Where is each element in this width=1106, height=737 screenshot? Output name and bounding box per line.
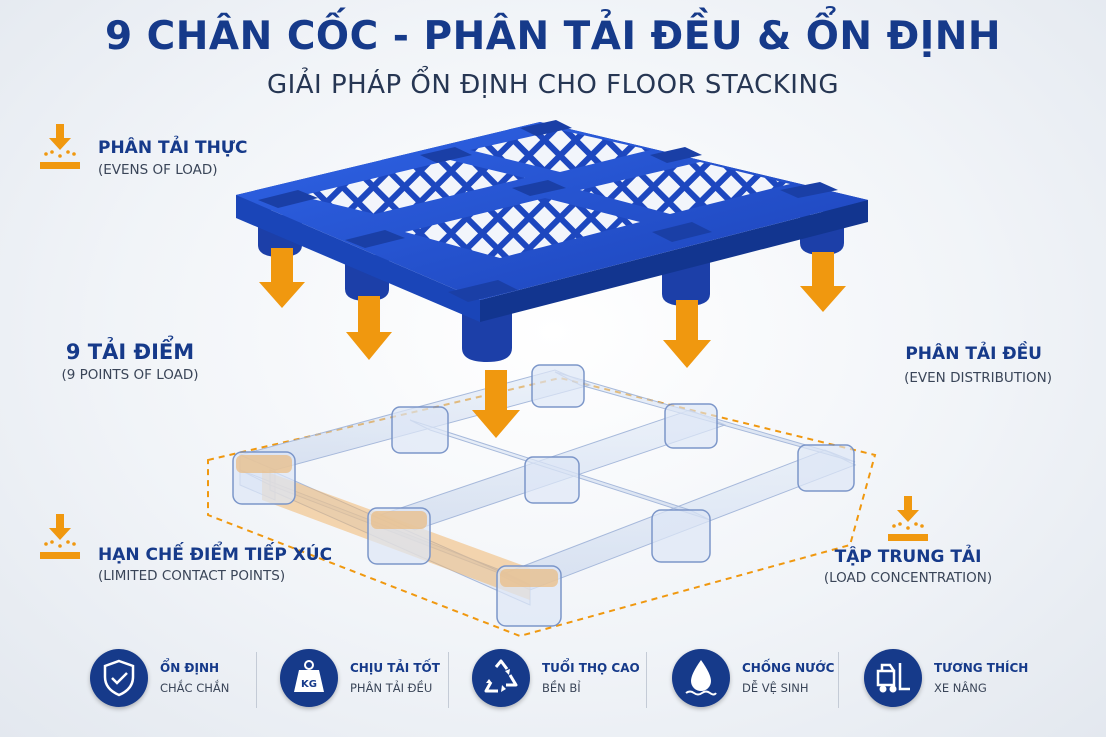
callout-load-actual-title: PHÂN TẢI THỰC — [98, 138, 248, 158]
load-down-icon — [40, 514, 80, 559]
feature-sub: PHÂN TẢI ĐỀU — [350, 681, 433, 695]
feature-sub: XE NÂNG — [934, 681, 987, 695]
water-drop-icon — [672, 649, 730, 707]
weight-kg-icon: KG — [280, 649, 338, 707]
feature-sub: DỄ VỆ SINH — [742, 681, 809, 695]
feature-title: CHỐNG NƯỚC — [742, 661, 835, 675]
divider — [838, 652, 839, 708]
callout-concentration-sub: (LOAD CONCENTRATION) — [823, 570, 993, 586]
callout-limited-contact-title: HẠN CHẾ ĐIỂM TIẾP XÚC — [98, 545, 333, 565]
divider — [448, 652, 449, 708]
feature-title: TƯƠNG THÍCH — [934, 661, 1029, 675]
callout-even-dist-title: PHÂN TẢI ĐỀU — [905, 344, 1042, 364]
forklift-icon — [864, 649, 922, 707]
feature-title: ỔN ĐỊNH — [160, 661, 220, 675]
callout-concentration-title: TẬP TRUNG TẢI — [834, 547, 982, 567]
feature-title: TUỔI THỌ CAO — [542, 661, 640, 675]
ghost-pallet — [232, 364, 857, 627]
recycle-icon — [472, 649, 530, 707]
page-title: 9 CHÂN CỐC - PHÂN TẢI ĐỀU & ỔN ĐỊNH — [104, 14, 1002, 59]
callout-limited-contact-sub: (LIMITED CONTACT POINTS) — [98, 568, 286, 584]
callout-load-actual-sub: (EVENS OF LOAD) — [98, 162, 218, 178]
load-down-icon — [888, 496, 928, 541]
blue-pallet — [236, 120, 868, 362]
feature-sub: CHẮC CHẮN — [160, 681, 230, 695]
divider — [646, 652, 647, 708]
load-arrows — [259, 248, 846, 438]
callout-even-dist-sub: (EVEN DISTRIBUTION) — [904, 370, 1052, 386]
feature-title: CHỊU TẢI TỐT — [350, 661, 440, 675]
contact-area-outline — [207, 376, 877, 638]
shield-check-icon — [90, 649, 148, 707]
feature-sub: BỀN BỈ — [542, 681, 581, 695]
load-down-icon — [40, 124, 80, 169]
callout-nine-points-sub: (9 POINTS OF LOAD) — [61, 367, 199, 383]
page-subtitle: GIẢI PHÁP ỔN ĐỊNH CHO FLOOR STACKING — [266, 70, 840, 100]
weight-kg-label: KG — [301, 679, 317, 690]
callout-nine-points-title: 9 TẢI ĐIỂM — [65, 340, 195, 364]
divider — [256, 652, 257, 708]
